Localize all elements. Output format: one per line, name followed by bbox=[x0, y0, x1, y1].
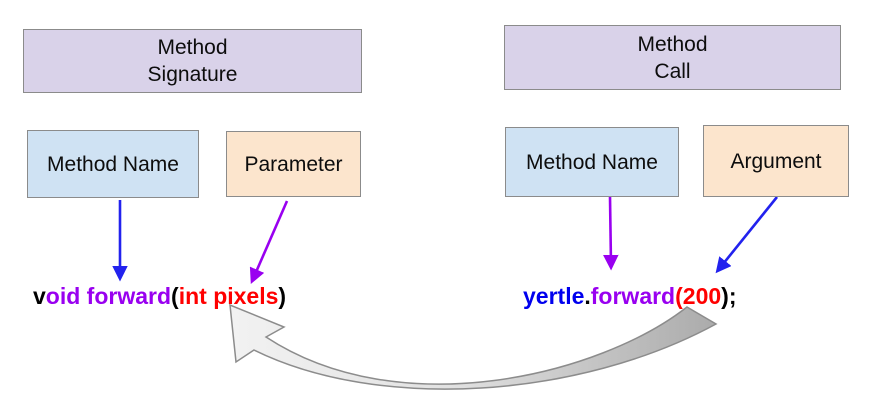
code-token: ; bbox=[728, 283, 737, 309]
method-signature-header-line2: Signature bbox=[147, 63, 238, 86]
parameter-label: Parameter bbox=[244, 152, 343, 176]
arrow-parameter-to-code bbox=[249, 200, 289, 285]
method-call-header-box: Method Call bbox=[504, 25, 841, 90]
arrow-argument-to-parameter-curve-icon bbox=[229, 303, 718, 390]
parameter-box: Parameter bbox=[226, 131, 361, 197]
argument-label: Argument bbox=[730, 149, 822, 173]
code-token: yertle bbox=[523, 283, 585, 309]
code-token: ( bbox=[675, 283, 683, 309]
method-call-header-line1: Method bbox=[637, 32, 708, 56]
code-token: ) bbox=[278, 283, 287, 309]
code-token: forward bbox=[590, 283, 676, 309]
arrow-argument-to-code bbox=[715, 196, 779, 274]
method-name-label-call: Method Name bbox=[526, 150, 658, 174]
method-name-box-call: Method Name bbox=[505, 127, 679, 197]
code-token: int pixels bbox=[178, 283, 279, 309]
code-token: 200 bbox=[682, 283, 722, 309]
method-signature-header-box: Method Signature bbox=[23, 29, 362, 93]
signature-code-line: void forward(int pixels) bbox=[33, 283, 286, 310]
code-token: v bbox=[33, 283, 46, 309]
code-token: . bbox=[584, 283, 591, 309]
code-token: oid forward bbox=[45, 283, 172, 309]
code-token: ( bbox=[171, 283, 179, 309]
arrow-method-name-to-code-call bbox=[603, 196, 619, 271]
call-code-line: yertle.forward(200); bbox=[523, 283, 737, 310]
method-call-header-line2: Call bbox=[654, 59, 691, 83]
argument-box: Argument bbox=[703, 125, 849, 197]
code-token: ) bbox=[721, 283, 729, 309]
method-signature-header-line1: Method bbox=[157, 36, 228, 59]
method-name-label-signature: Method Name bbox=[47, 152, 179, 176]
method-name-box-signature: Method Name bbox=[27, 130, 199, 198]
